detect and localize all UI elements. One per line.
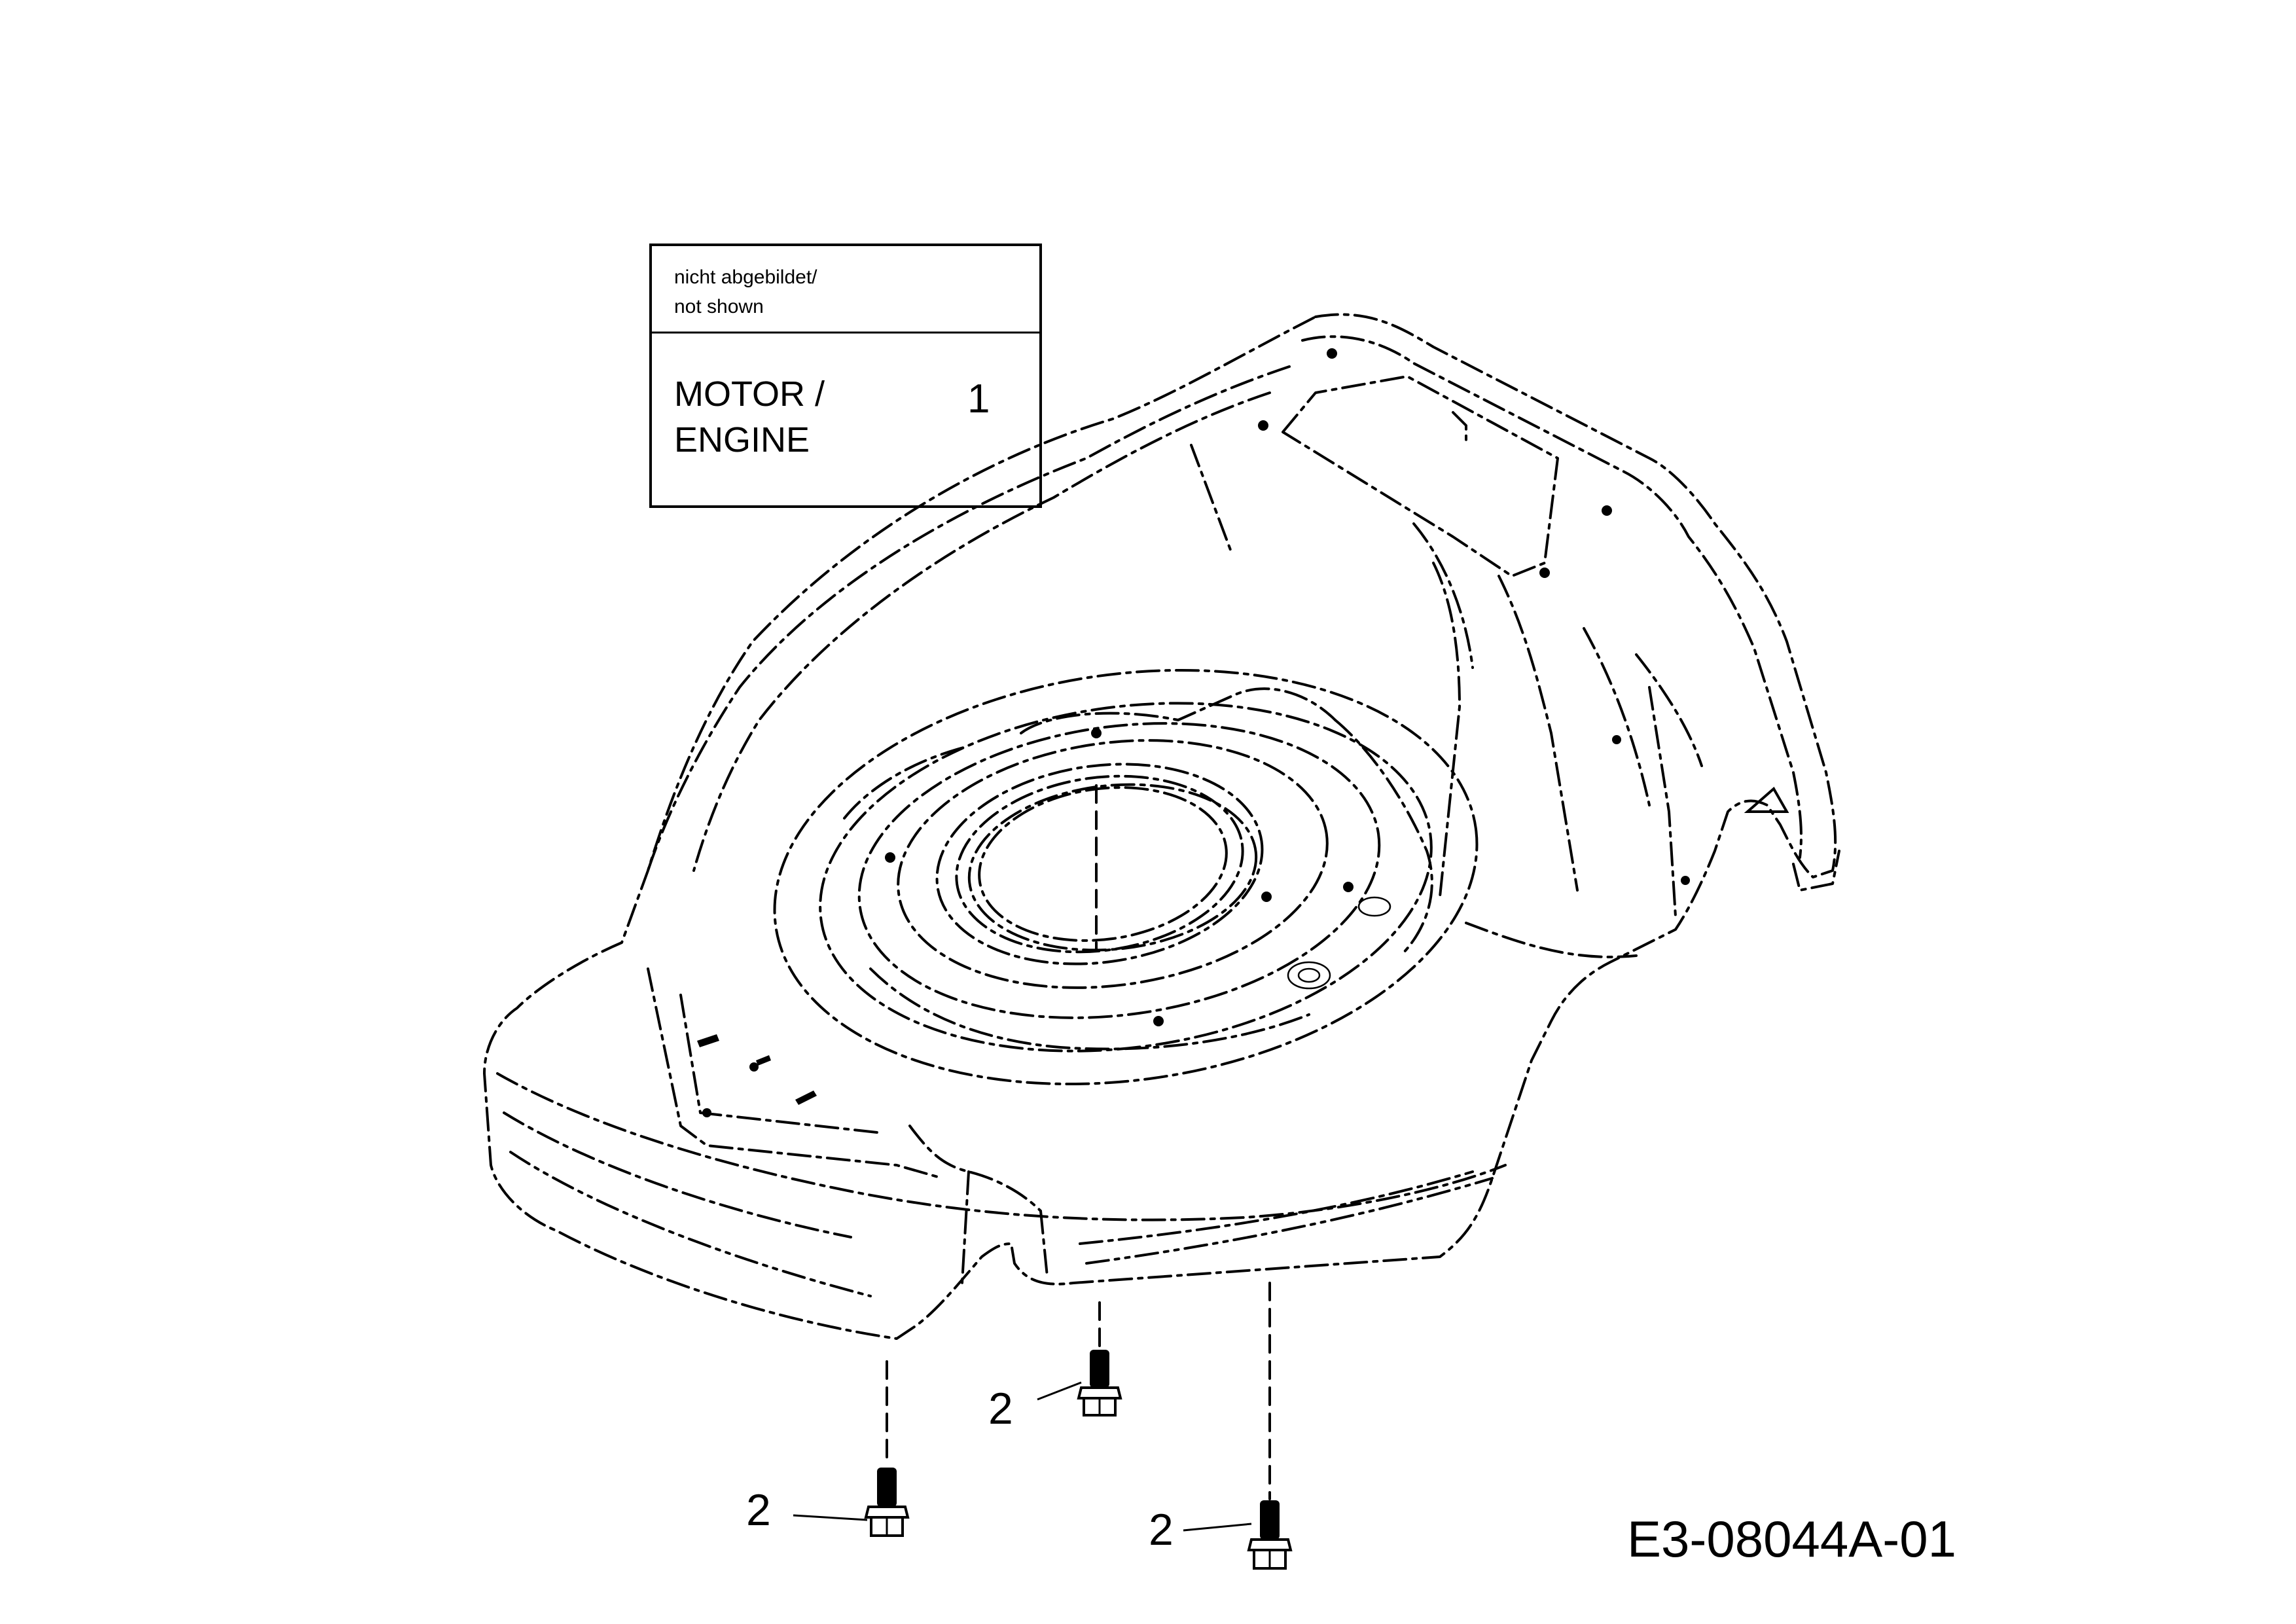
not-shown-label-en: not shown bbox=[674, 296, 764, 317]
bolt-right bbox=[1247, 1500, 1293, 1570]
callout-left-bolt: 2 bbox=[746, 1485, 868, 1535]
not-shown-label-de: nicht abgebildet/ bbox=[674, 266, 817, 288]
drawing-number: E3-08044A-01 bbox=[1627, 1510, 1956, 1568]
assembly-axis-lines bbox=[886, 1282, 1271, 1500]
callout-label: 2 bbox=[988, 1384, 1013, 1434]
mower-deck-housing bbox=[483, 313, 1840, 1340]
bolt-left bbox=[864, 1468, 910, 1537]
bolt-center bbox=[1077, 1350, 1122, 1416]
motor-label: MOTOR / bbox=[674, 374, 825, 414]
callout-label: 2 bbox=[1149, 1505, 1174, 1555]
callout-label: 2 bbox=[746, 1485, 771, 1535]
engine-label: ENGINE bbox=[674, 420, 810, 460]
callout-center-bolt: 2 bbox=[988, 1381, 1082, 1434]
motor-item-number: 1 bbox=[967, 376, 990, 422]
callout-right-bolt: 2 bbox=[1149, 1505, 1252, 1555]
not-shown-note-box: nicht abgebildet/ not shown MOTOR / ENGI… bbox=[649, 244, 1042, 508]
